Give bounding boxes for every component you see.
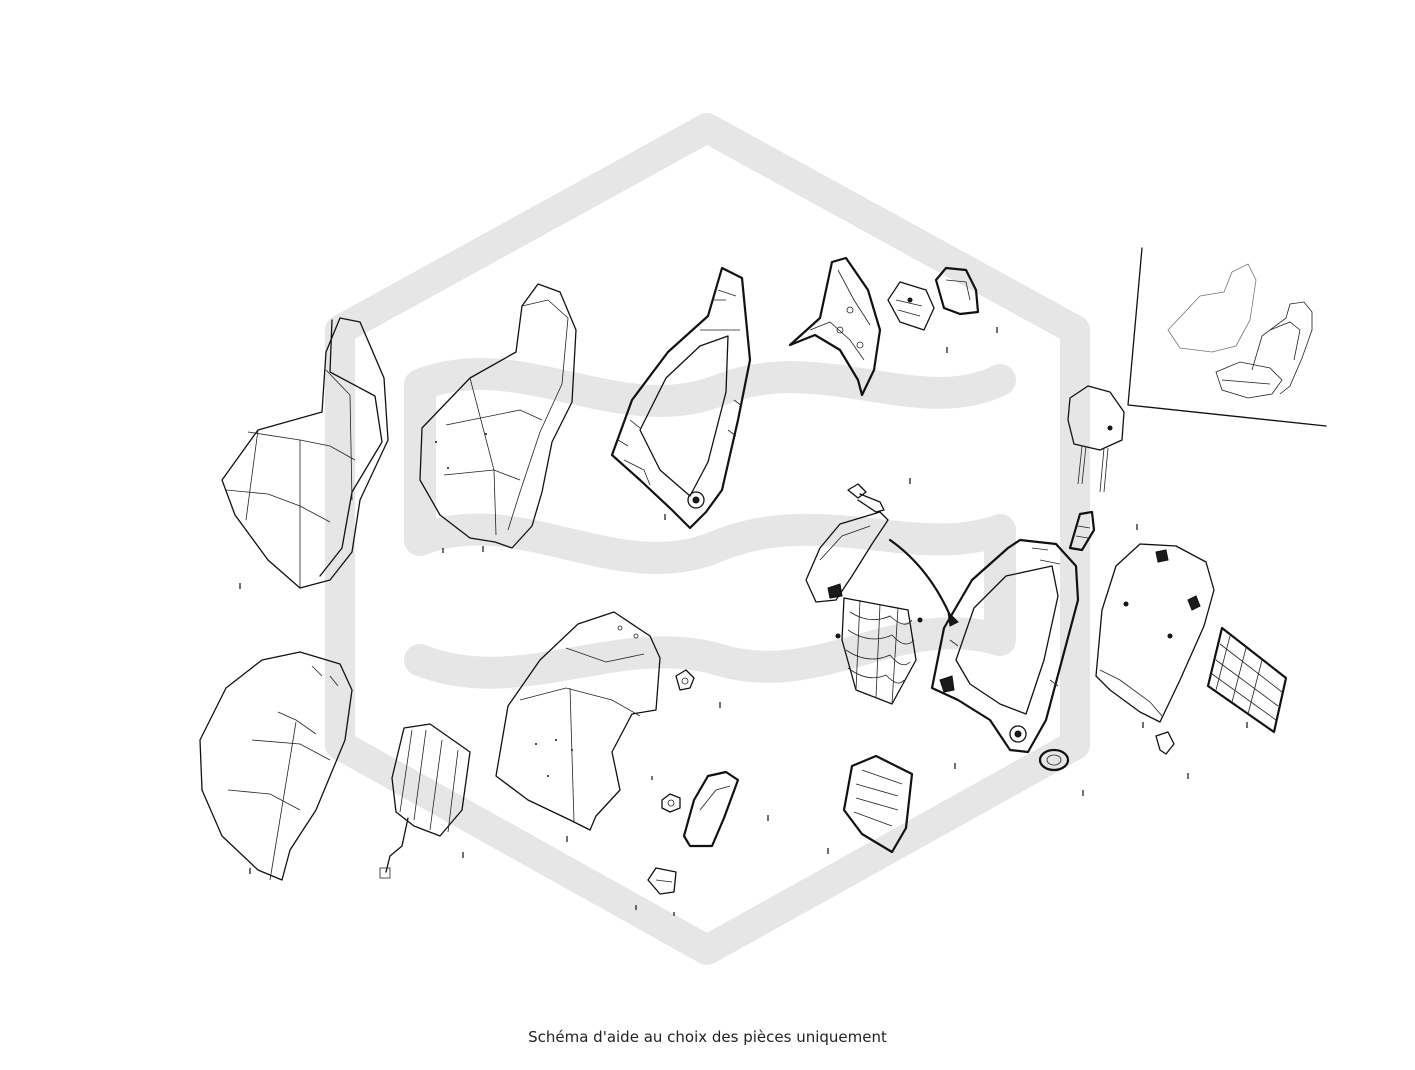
headrest-guide[interactable] (1068, 510, 1096, 552)
seat-cushion-foam[interactable] (495, 611, 661, 842)
seat-overview-thumbnail (1127, 247, 1327, 427)
watermark-logo (325, 113, 1090, 965)
headrest[interactable] (1067, 385, 1125, 493)
seat-back-frame-assembly[interactable] (930, 538, 1080, 769)
mesh-pocket[interactable] (1206, 626, 1288, 734)
spring-mat[interactable] (835, 597, 923, 705)
heater-mat[interactable] (379, 723, 471, 879)
seat-back-cover[interactable] (221, 317, 389, 589)
airbag-module[interactable] (827, 754, 914, 854)
screw[interactable] (847, 478, 911, 513)
adjuster-knob[interactable] (1038, 748, 1084, 796)
side-trim-cover[interactable] (805, 511, 889, 603)
clip[interactable] (1142, 722, 1189, 779)
back-shell[interactable] (1095, 524, 1215, 723)
back-panel-trim[interactable] (788, 256, 882, 397)
nut[interactable] (651, 669, 721, 813)
side-airbag[interactable] (682, 770, 769, 848)
switch-module[interactable] (887, 281, 948, 353)
lumbar-bezel[interactable] (934, 266, 998, 333)
plug-connector[interactable] (635, 867, 677, 916)
diagram-caption: Schéma d'aide au choix des pièces unique… (528, 1028, 887, 1046)
seat-back-foam[interactable] (419, 283, 577, 553)
seat-back-frame[interactable] (610, 266, 752, 530)
seat-cushion-cover[interactable] (199, 651, 353, 881)
